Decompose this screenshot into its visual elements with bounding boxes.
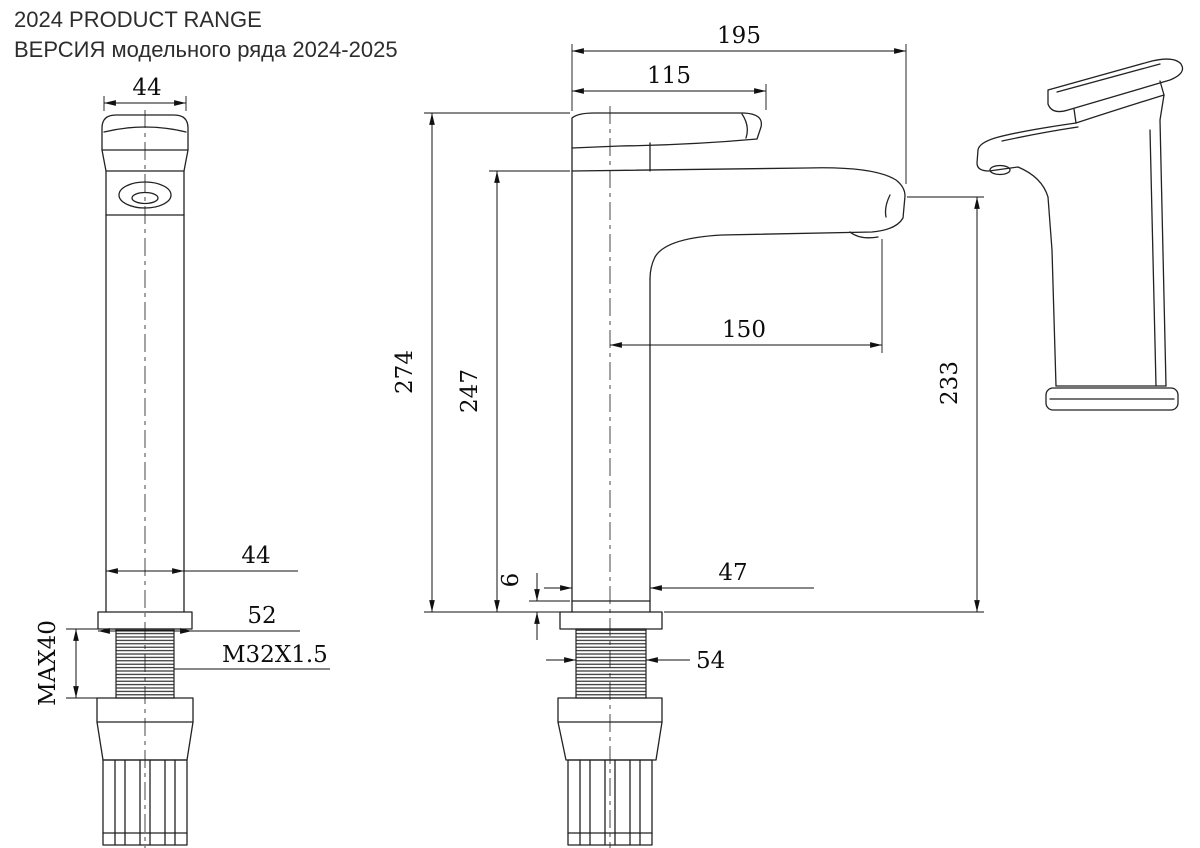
title-block: 2024 PRODUCT RANGE ВЕРСИЯ модельного ряд… [14, 7, 398, 62]
dim-text-base-step: 6 [498, 573, 524, 588]
perspective-view [976, 58, 1184, 411]
thread-spec-text: M32X1.5 [222, 642, 328, 668]
side-view-faucet-outline [557, 112, 906, 846]
dim-text-outlet-height: 233 [937, 361, 963, 405]
dim-text-body-depth: 47 [718, 560, 747, 586]
side-thread-hatch [575, 628, 647, 699]
side-dim-overall-height: 274 [392, 112, 570, 613]
side-dim-overall-reach: 195 [571, 23, 907, 184]
dim-text-handle-reach: 115 [647, 63, 691, 89]
side-dim-spout-top-height: 247 [457, 170, 570, 612]
front-dim-base-plate: 52 [98, 603, 300, 634]
front-thread-spec: M32X1.5 [174, 642, 330, 670]
dim-text-overall-height: 274 [392, 350, 418, 394]
dim-text-max-depth: MAX40 [35, 620, 61, 706]
dim-text-nut-width: 54 [696, 648, 725, 674]
side-dim-spout-reach: 150 [610, 239, 883, 353]
side-dim-body-depth: 47 [544, 560, 814, 591]
side-dim-handle-reach: 115 [572, 63, 767, 110]
dim-text-top-width: 44 [132, 75, 161, 101]
dim-text-spout-top-height: 247 [457, 369, 483, 413]
dim-text-spout-reach: 150 [722, 317, 766, 343]
dim-text-base-plate: 52 [247, 603, 276, 629]
front-dim-body-width: 44 [106, 543, 298, 574]
dim-text-overall-reach: 195 [717, 23, 761, 49]
side-dim-nut-width: 54 [546, 648, 725, 674]
side-dim-outlet-height: 233 [664, 196, 984, 613]
side-view: 195 115 274 247 150 [392, 23, 984, 848]
front-view: 44 44 52 M32X1.5 MAX40 [35, 75, 330, 848]
front-view-faucet-outline [96, 114, 194, 846]
front-dim-max-depth: MAX40 [35, 620, 98, 706]
dim-text-body-width: 44 [241, 543, 270, 569]
front-thread-hatch [115, 628, 175, 699]
front-dim-top-width: 44 [103, 75, 187, 111]
page-subtitle: ВЕРСИЯ модельного ряда 2024-2025 [14, 37, 398, 62]
page-title: 2024 PRODUCT RANGE [14, 7, 262, 32]
side-dim-base-step: 6 [498, 573, 570, 640]
